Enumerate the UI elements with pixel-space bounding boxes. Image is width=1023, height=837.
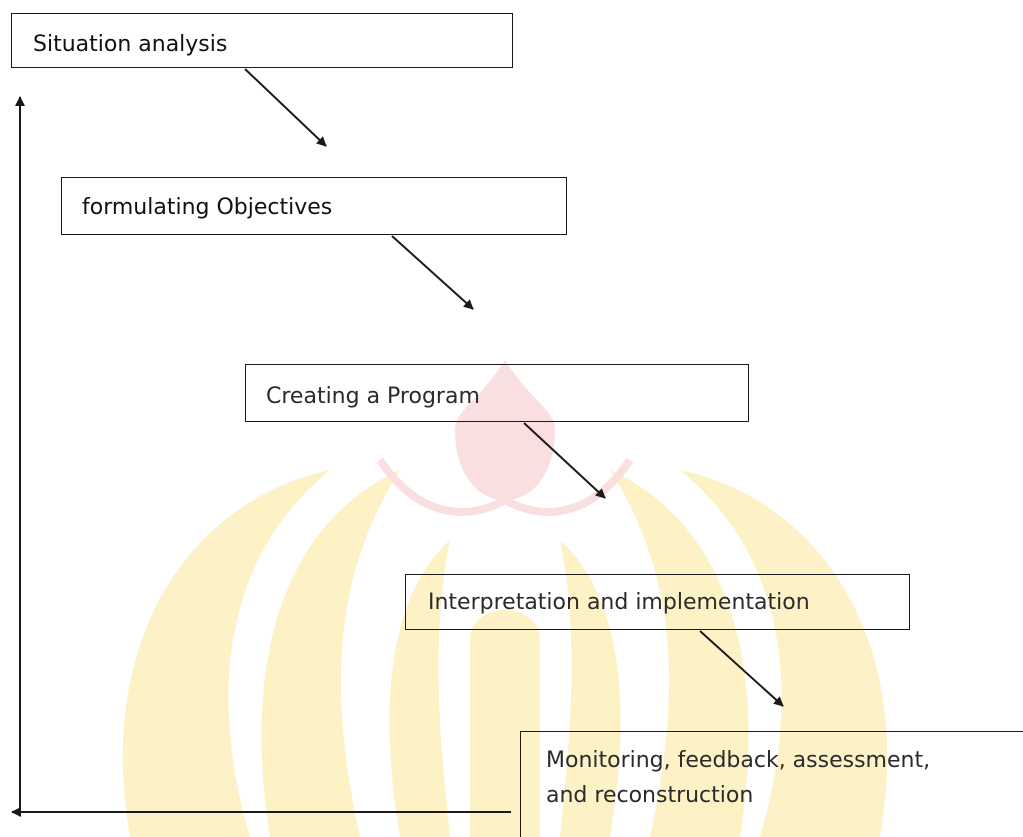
step-box-monitoring-feedback: Monitoring, feedback, assessment, and re… [520,731,1023,837]
step-label: formulating Objectives [82,195,333,220]
step-label: Interpretation and implementation [428,590,810,615]
step-box-creating-program: Creating a Program [245,364,749,422]
step-label: Creating a Program [266,384,480,409]
arrow-program-to-implementation [523,422,606,499]
step-box-situation-analysis: Situation analysis [11,13,513,68]
arrow-implementation-to-monitoring [699,630,784,707]
step-box-interpretation-implementation: Interpretation and implementation [405,574,910,630]
arrow-objectives-to-program [391,235,474,310]
step-label-line-2: and reconstruction [546,783,754,809]
step-label-line-1: Monitoring, feedback, assessment, [546,748,931,773]
step-box-formulating-objectives: formulating Objectives [61,177,567,235]
step-label: Situation analysis [33,32,228,57]
arrow-situation-to-objectives [244,68,327,147]
